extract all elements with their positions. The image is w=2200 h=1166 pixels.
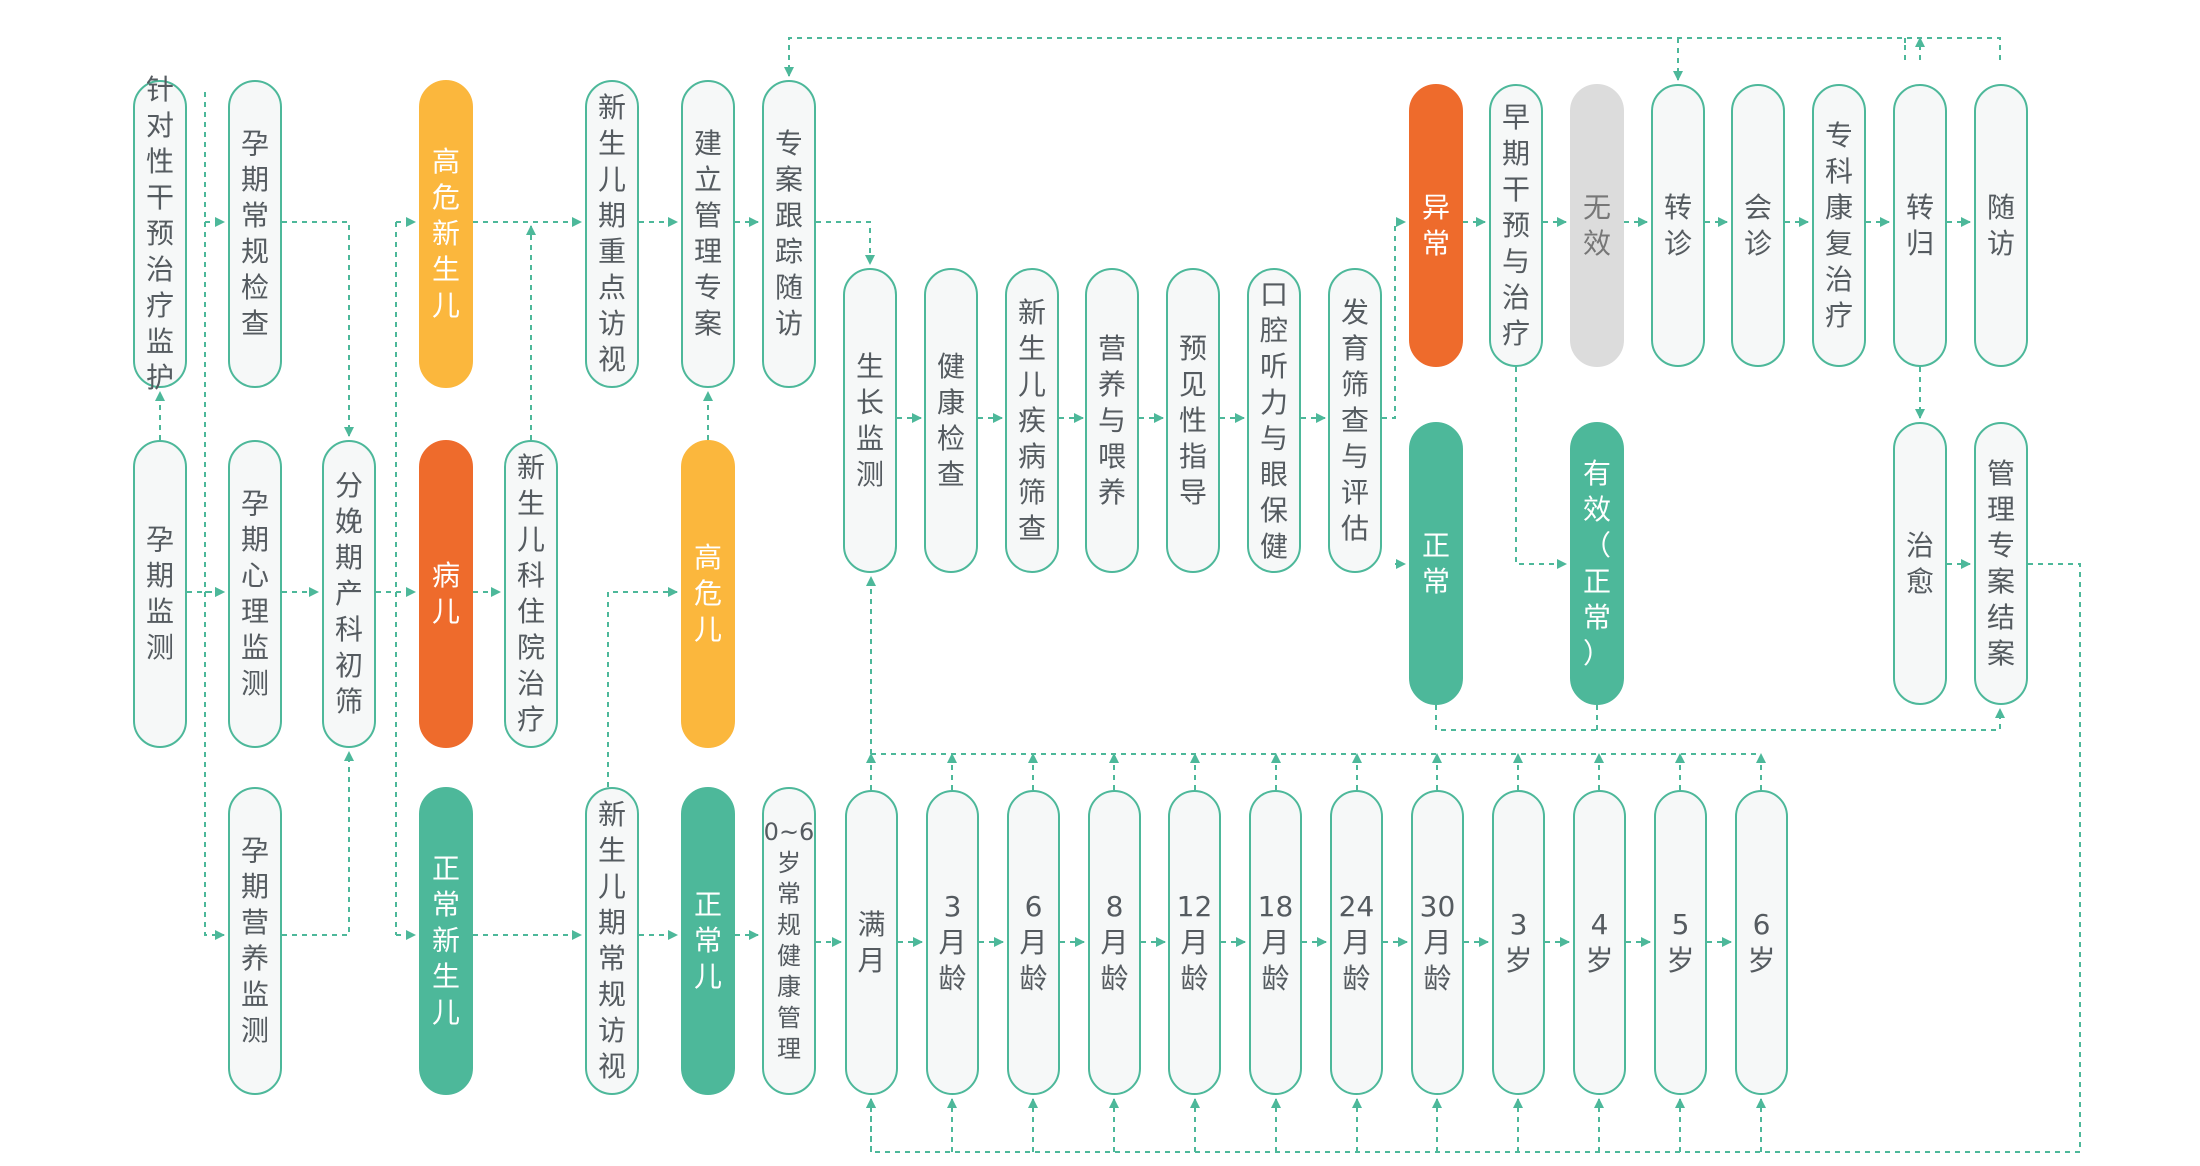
node-normal-newborn: 正常新生儿	[419, 787, 473, 1095]
node-early-treat: 早期干预与治疗	[1489, 84, 1543, 367]
node-preg-nutrition: 孕期营养监测	[228, 787, 282, 1095]
node-effective: 有效（正常）	[1570, 422, 1624, 705]
node-ineffective: 无效	[1570, 84, 1624, 367]
node-consult: 会诊	[1731, 84, 1785, 367]
node-nb-routine-visit: 新生儿期常规访视	[585, 787, 639, 1095]
node-highrisk-child: 高危儿	[681, 440, 735, 748]
node-preg-monitor: 孕期监测	[133, 440, 187, 748]
node-cured: 治愈	[1893, 422, 1947, 705]
node-preg-routine: 孕期常规检查	[228, 80, 282, 388]
node-normal-child: 正常儿	[681, 787, 735, 1095]
node-dev-screen: 发育筛查与评估	[1328, 268, 1382, 573]
node-delivery-screen: 分娩期产科初筛	[322, 440, 376, 748]
node-intervention: 针对性干预治疗监护	[133, 73, 187, 394]
node-build-file: 建立管理专案	[681, 80, 735, 388]
node-oral-care: 口腔听力与眼保健	[1247, 268, 1301, 573]
node-sick-child: 病儿	[419, 440, 473, 748]
node-close-file: 管理专案结案	[1974, 422, 2028, 705]
node-outcome: 转归	[1893, 84, 1947, 367]
node-growth: 生长监测	[843, 268, 897, 573]
node-highrisk-newborn: 高危新生儿	[419, 80, 473, 388]
node-preventive: 预见性指导	[1166, 268, 1220, 573]
node-follow-up: 随访	[1974, 84, 2028, 367]
node-normal-result: 正常	[1409, 422, 1463, 705]
node-nb-disease: 新生儿疾病筛查	[1005, 268, 1059, 573]
node-preg-psych: 孕期心理监测	[228, 440, 282, 748]
node-nb-key-visit: 新生儿期重点访视	[585, 80, 639, 388]
node-nb-hospital: 新生儿科住院治疗	[504, 440, 558, 748]
node-abnormal: 异常	[1409, 84, 1463, 367]
node-nutrition-feed: 营养与喂养	[1085, 268, 1139, 573]
node-age-1: 满月	[845, 790, 898, 1095]
node-rehab: 专科康复治疗	[1812, 84, 1866, 367]
node-case-follow: 专案跟踪随访	[762, 80, 816, 388]
node-referral: 转诊	[1651, 84, 1705, 367]
node-health-check: 健康检查	[924, 268, 978, 573]
